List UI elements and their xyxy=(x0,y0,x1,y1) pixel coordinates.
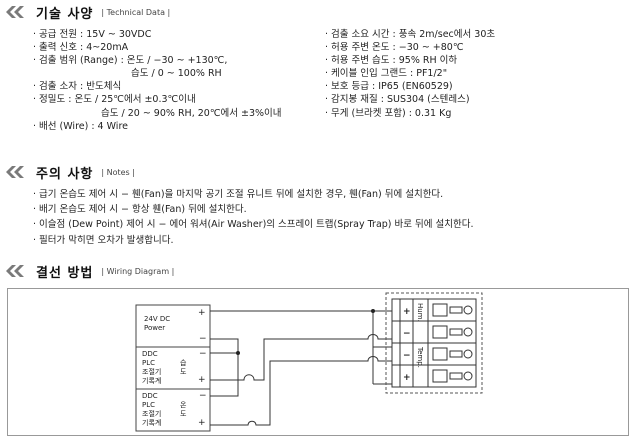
terminal-sign: − xyxy=(403,329,411,339)
spec-item: · 무게 (브라켓 포함) : 0.31 Kg xyxy=(325,107,452,119)
spec-item: · 정밀도 : 온도 / 25℃에서 ±0.3℃이내 xyxy=(33,94,196,106)
spec-item: 습도 / 20 ~ 90% RH, 20℃에서 ±3%이내 xyxy=(101,107,282,119)
temperature-controller-box xyxy=(135,388,211,432)
wiring-diagram-svg: 24V DC Power + − DDC PLC 조절기 기록계 습 도 − +… xyxy=(135,292,483,432)
spec-item: · 검출 소요 시간 : 풍속 2m/sec에서 30초 xyxy=(325,29,496,40)
ctrl-label: PLC xyxy=(142,401,155,409)
double-chevron-icon xyxy=(6,6,24,18)
section-header-spec: 기술 사양 | Technical Data | xyxy=(6,4,171,22)
humidity-controller-box xyxy=(135,346,211,390)
terminal-sign: + xyxy=(403,373,411,383)
screw-terminal xyxy=(432,325,473,339)
spec-item: · 보호 등급 : IP65 (EN60529) xyxy=(325,81,453,93)
section-subtitle: | Notes | xyxy=(101,167,135,177)
section-subtitle: | Technical Data | xyxy=(101,7,171,17)
section-header-notes: 주의 사항 | Notes | xyxy=(6,164,135,182)
ctrl-label: 기록계 xyxy=(142,376,161,385)
power-box xyxy=(135,304,211,348)
temp-label: Temp. xyxy=(416,346,424,368)
spec-item: · 배선 (Wire) : 4 Wire xyxy=(33,120,128,132)
spec-right-column: · 검출 소요 시간 : 풍속 2m/sec에서 30초 · 허용 주변 온도 … xyxy=(325,28,495,120)
spec-item: · 검출 소자 : 반도체식 xyxy=(33,81,122,93)
double-chevron-icon xyxy=(6,265,24,277)
note-item: · 필터가 막히면 오차가 발생합니다. xyxy=(33,234,174,246)
screw-terminal xyxy=(432,347,473,361)
power-label-line1: 24V DC xyxy=(144,315,170,323)
terminal-sign: − xyxy=(403,351,411,361)
ctrl-char: 습 xyxy=(180,358,187,367)
ctrl-label: 기록계 xyxy=(142,418,161,427)
note-item: · 급기 온습도 제어 시 − 휀(Fan)을 마지막 공기 조절 유니트 뒤에… xyxy=(33,189,444,200)
wiring-diagram: 24V DC Power + − DDC PLC 조절기 기록계 습 도 − +… xyxy=(7,288,629,436)
ctrl-label: 조절기 xyxy=(142,409,161,418)
spec-item: · 허용 주변 온도 : −30 ~ +80℃ xyxy=(325,42,464,54)
spec-item: · 공급 전원 : 15V ~ 30VDC xyxy=(33,29,152,40)
section-subtitle: | Wiring Diagram | xyxy=(101,266,175,276)
ctrl-label: 조절기 xyxy=(142,367,161,376)
wires xyxy=(210,310,396,426)
notes-list: · 급기 온습도 제어 시 − 휀(Fan)을 마지막 공기 조절 유니트 뒤에… xyxy=(33,187,474,248)
temp-minus: − xyxy=(199,391,207,401)
power-minus: − xyxy=(199,334,207,344)
terminal-sign: + xyxy=(403,307,411,317)
screw-terminal xyxy=(432,303,473,317)
spec-item: 습도 / 0 ~ 100% RH xyxy=(131,68,222,80)
note-item: · 배기 온습도 제어 시 − 항상 휀(Fan) 뒤에 설치한다. xyxy=(33,204,247,216)
spec-item: · 출력 신호 : 4~20mA xyxy=(33,42,129,54)
junction-dot xyxy=(371,309,375,313)
humid-plus: + xyxy=(198,375,206,385)
ctrl-label: DDC xyxy=(142,392,158,400)
ctrl-char: 도 xyxy=(180,368,187,376)
ctrl-label: PLC xyxy=(142,359,155,367)
hum-label: Hum. xyxy=(416,303,424,322)
sensor-enclosure xyxy=(385,292,483,394)
power-plus: + xyxy=(198,308,206,318)
temp-plus: + xyxy=(198,418,206,428)
spec-item: · 허용 주변 습도 : 95% RH 이하 xyxy=(325,55,458,67)
junction-dot xyxy=(236,351,240,355)
ctrl-char: 온 xyxy=(180,401,187,409)
screw-terminal xyxy=(432,369,473,383)
spec-item: · 케이블 인입 그랜드 : PF1/2" xyxy=(325,68,448,80)
spec-item: · 감지봉 재질 : SUS304 (스텐레스) xyxy=(325,94,470,106)
spec-item: · 검출 범위 (Range) : 온도 / −30 ~ +130℃, xyxy=(33,55,228,67)
spec-left-column: · 공급 전원 : 15V ~ 30VDC · 출력 신호 : 4~20mA ·… xyxy=(33,28,282,133)
ctrl-label: DDC xyxy=(142,350,158,358)
section-title: 기술 사양 xyxy=(36,6,94,22)
ctrl-char: 도 xyxy=(180,410,187,418)
note-item: · 이슬점 (Dew Point) 제어 시 − 에어 워셔(Air Washe… xyxy=(33,219,474,231)
section-title: 결선 방법 xyxy=(36,265,94,281)
double-chevron-icon xyxy=(6,166,24,178)
humid-minus: − xyxy=(199,349,207,359)
section-header-wiring: 결선 방법 | Wiring Diagram | xyxy=(6,263,175,281)
power-label-line2: Power xyxy=(144,324,165,332)
section-title: 주의 사항 xyxy=(36,166,94,182)
